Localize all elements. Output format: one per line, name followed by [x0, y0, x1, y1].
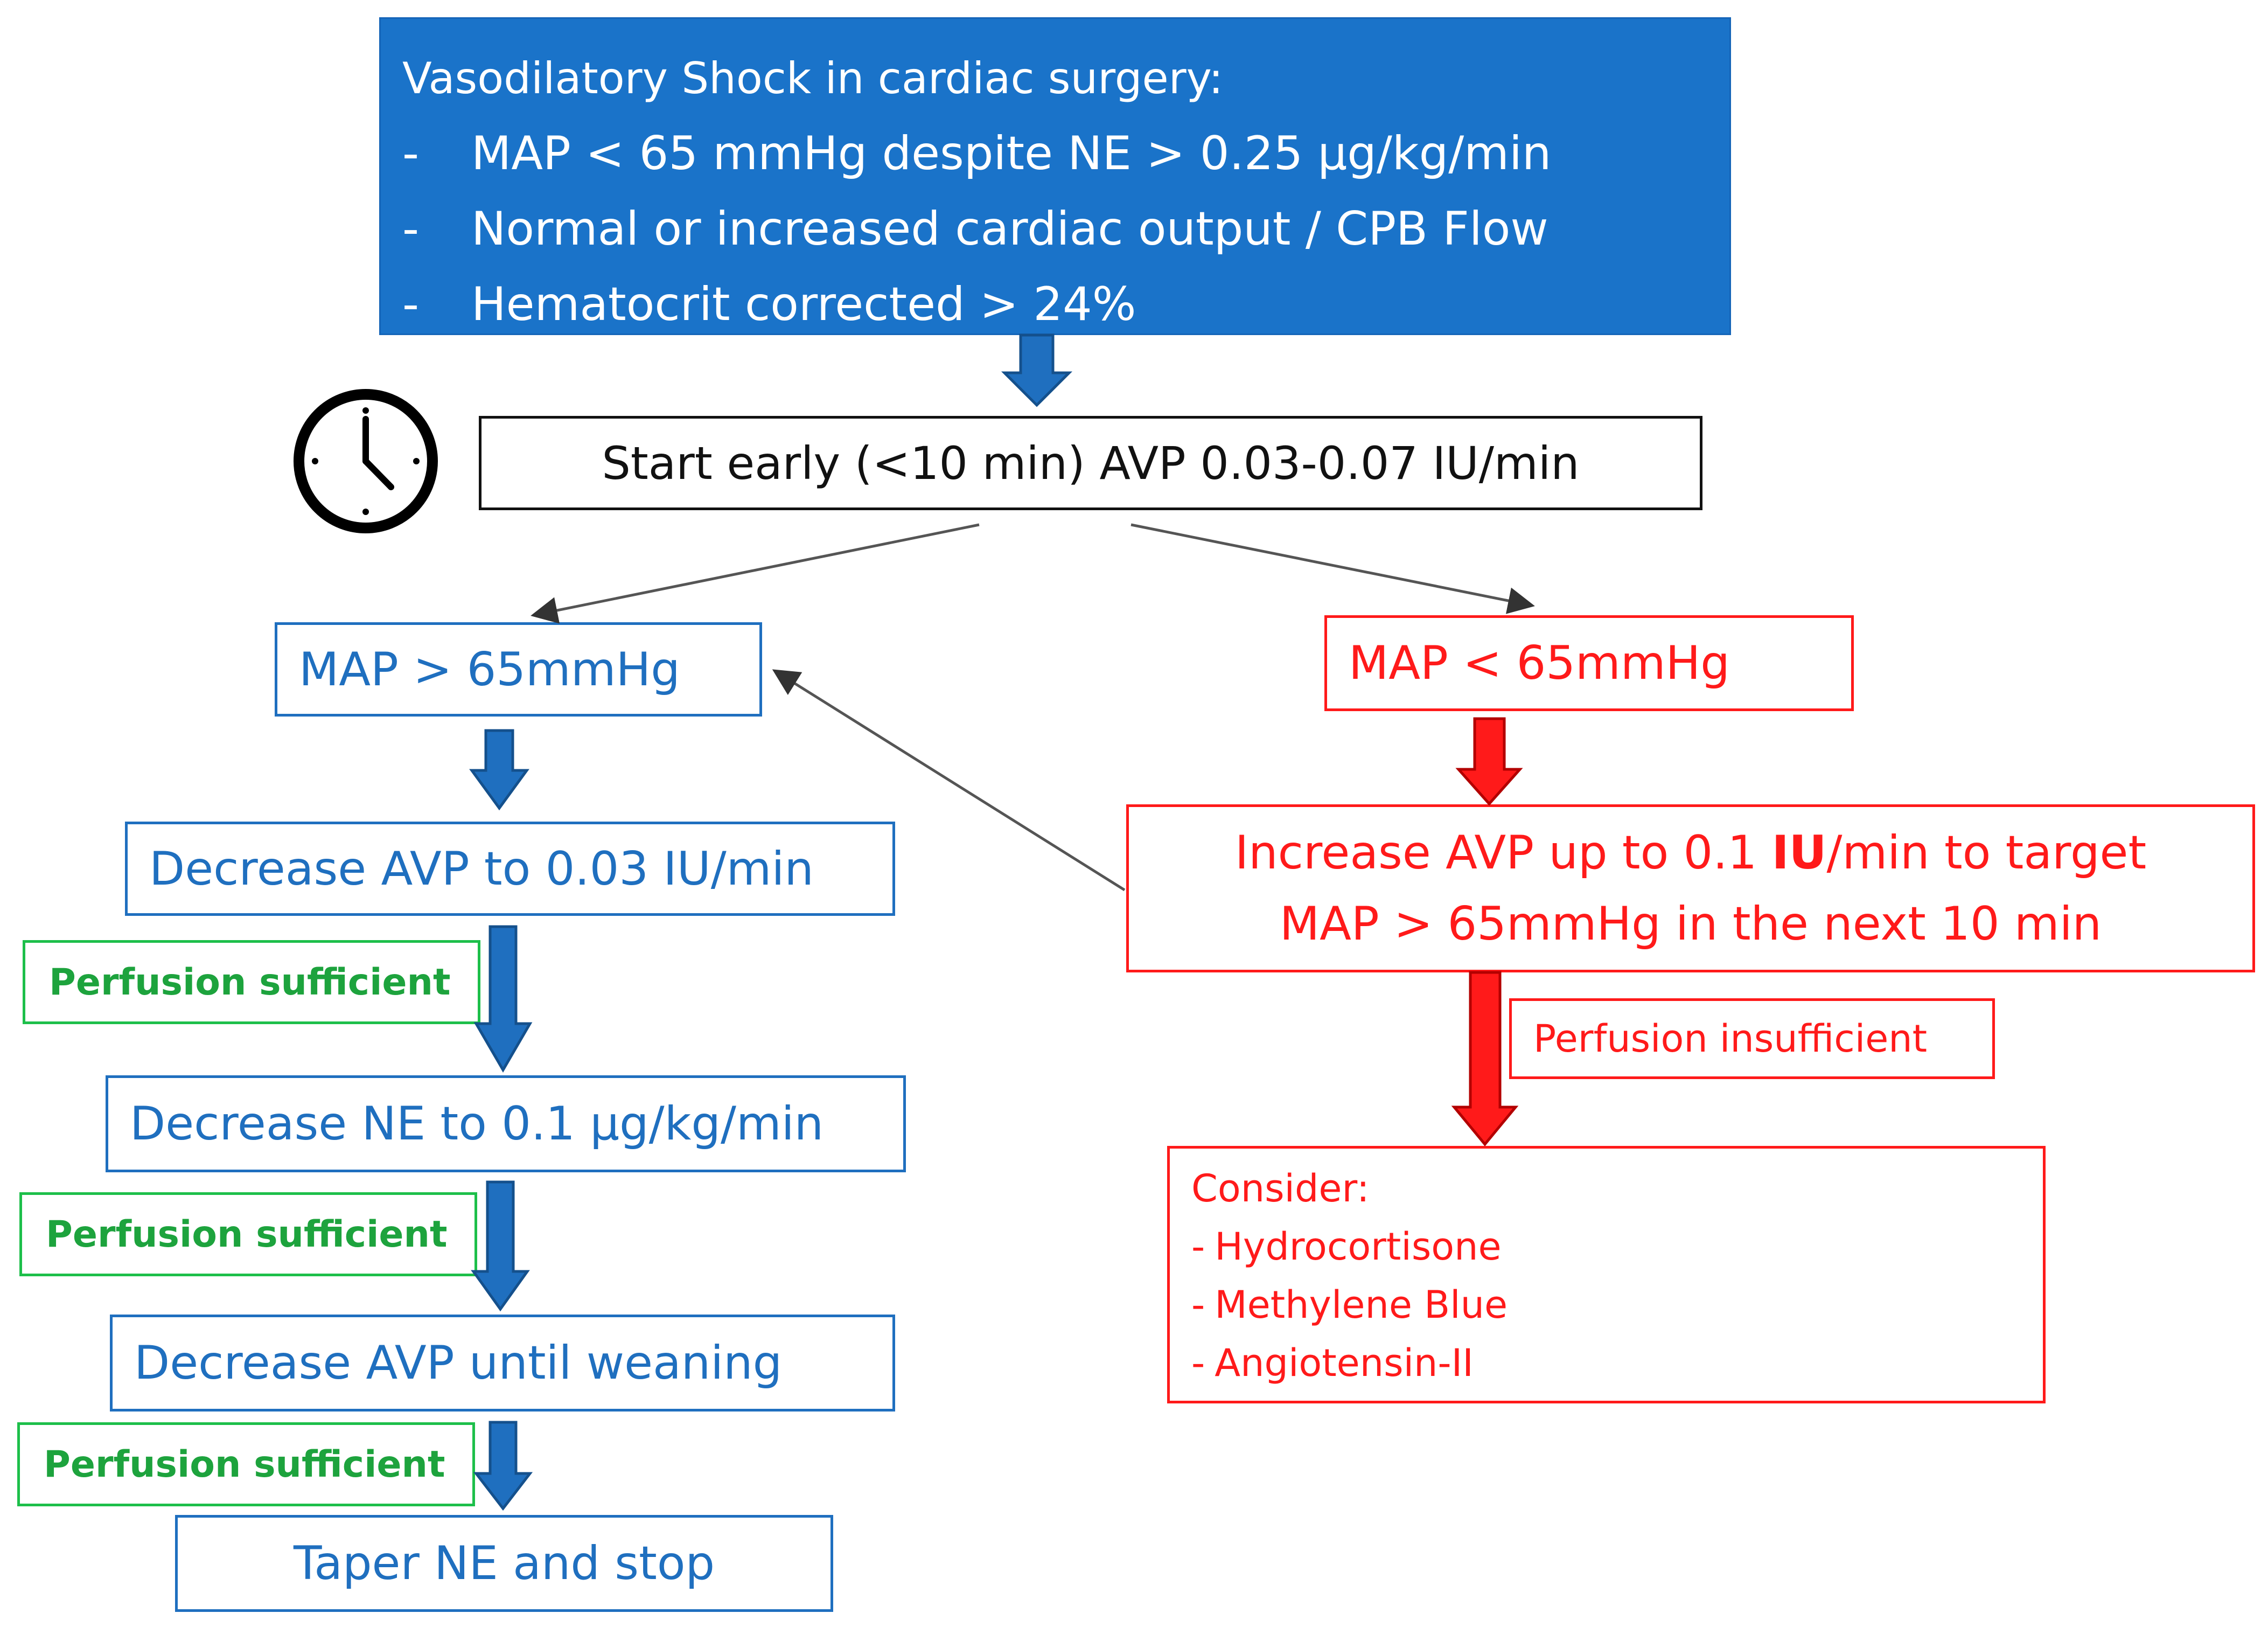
criteria-item: - Normal or increased cardiac output / C…: [402, 202, 1548, 256]
consider-item: -Hydrocortisone: [1191, 1225, 1502, 1269]
perfusion-insufficient-label: Perfusion insufficient: [1509, 998, 1995, 1079]
down-arrow: [1455, 717, 1523, 806]
consider-item: -Angiotensin-II: [1191, 1341, 1474, 1385]
down-arrow: [1451, 971, 1519, 1146]
decrease-ne-box: Decrease NE to 0.1 µg/kg/min: [106, 1075, 906, 1172]
consider-box: Consider: -Hydrocortisone -Methylene Blu…: [1167, 1146, 2046, 1403]
perfusion-sufficient-label: Perfusion sufficient: [19, 1192, 477, 1276]
criteria-box: Vasodilatory Shock in cardiac surgery: -…: [379, 17, 1731, 335]
criteria-item: - Hematocrit corrected > 24%: [402, 277, 1136, 331]
map-below-65-box: MAP < 65mmHg: [1324, 615, 1854, 711]
down-arrow: [1001, 333, 1073, 407]
increase-avp-line-2: MAP > 65mmHg in the next 10 min: [1279, 897, 2102, 951]
increase-avp-box: Increase AVP up to 0.1 IU/min to target …: [1126, 804, 2255, 972]
criteria-title: Vasodilatory Shock in cardiac surgery:: [402, 53, 1224, 103]
decrease-avp-box: Decrease AVP to 0.03 IU/min: [125, 822, 895, 916]
loop-back-arrow: [772, 669, 1126, 892]
decrease-avp-weaning-box: Decrease AVP until weaning: [110, 1315, 895, 1412]
taper-ne-box: Taper NE and stop: [175, 1515, 833, 1612]
perfusion-sufficient-label: Perfusion sufficient: [17, 1422, 475, 1506]
increase-avp-line-1: Increase AVP up to 0.1 IU/min to target: [1234, 826, 2147, 880]
down-arrow: [473, 925, 533, 1073]
map-above-65-box: MAP > 65mmHg: [275, 622, 762, 717]
down-arrow: [471, 1180, 530, 1312]
branch-arrow-left: [531, 523, 980, 624]
branch-arrow-right: [1130, 523, 1535, 614]
criteria-item: - MAP < 65 mmHg despite NE > 0.25 µg/kg/…: [402, 127, 1552, 180]
down-arrow: [473, 1421, 533, 1511]
consider-title: Consider:: [1191, 1166, 1370, 1211]
consider-item: -Methylene Blue: [1191, 1283, 1508, 1327]
start-avp-box: Start early (<10 min) AVP 0.03-0.07 IU/m…: [479, 416, 1702, 510]
down-arrow: [469, 729, 529, 811]
perfusion-sufficient-label: Perfusion sufficient: [23, 940, 480, 1024]
clock-icon: [294, 389, 438, 533]
